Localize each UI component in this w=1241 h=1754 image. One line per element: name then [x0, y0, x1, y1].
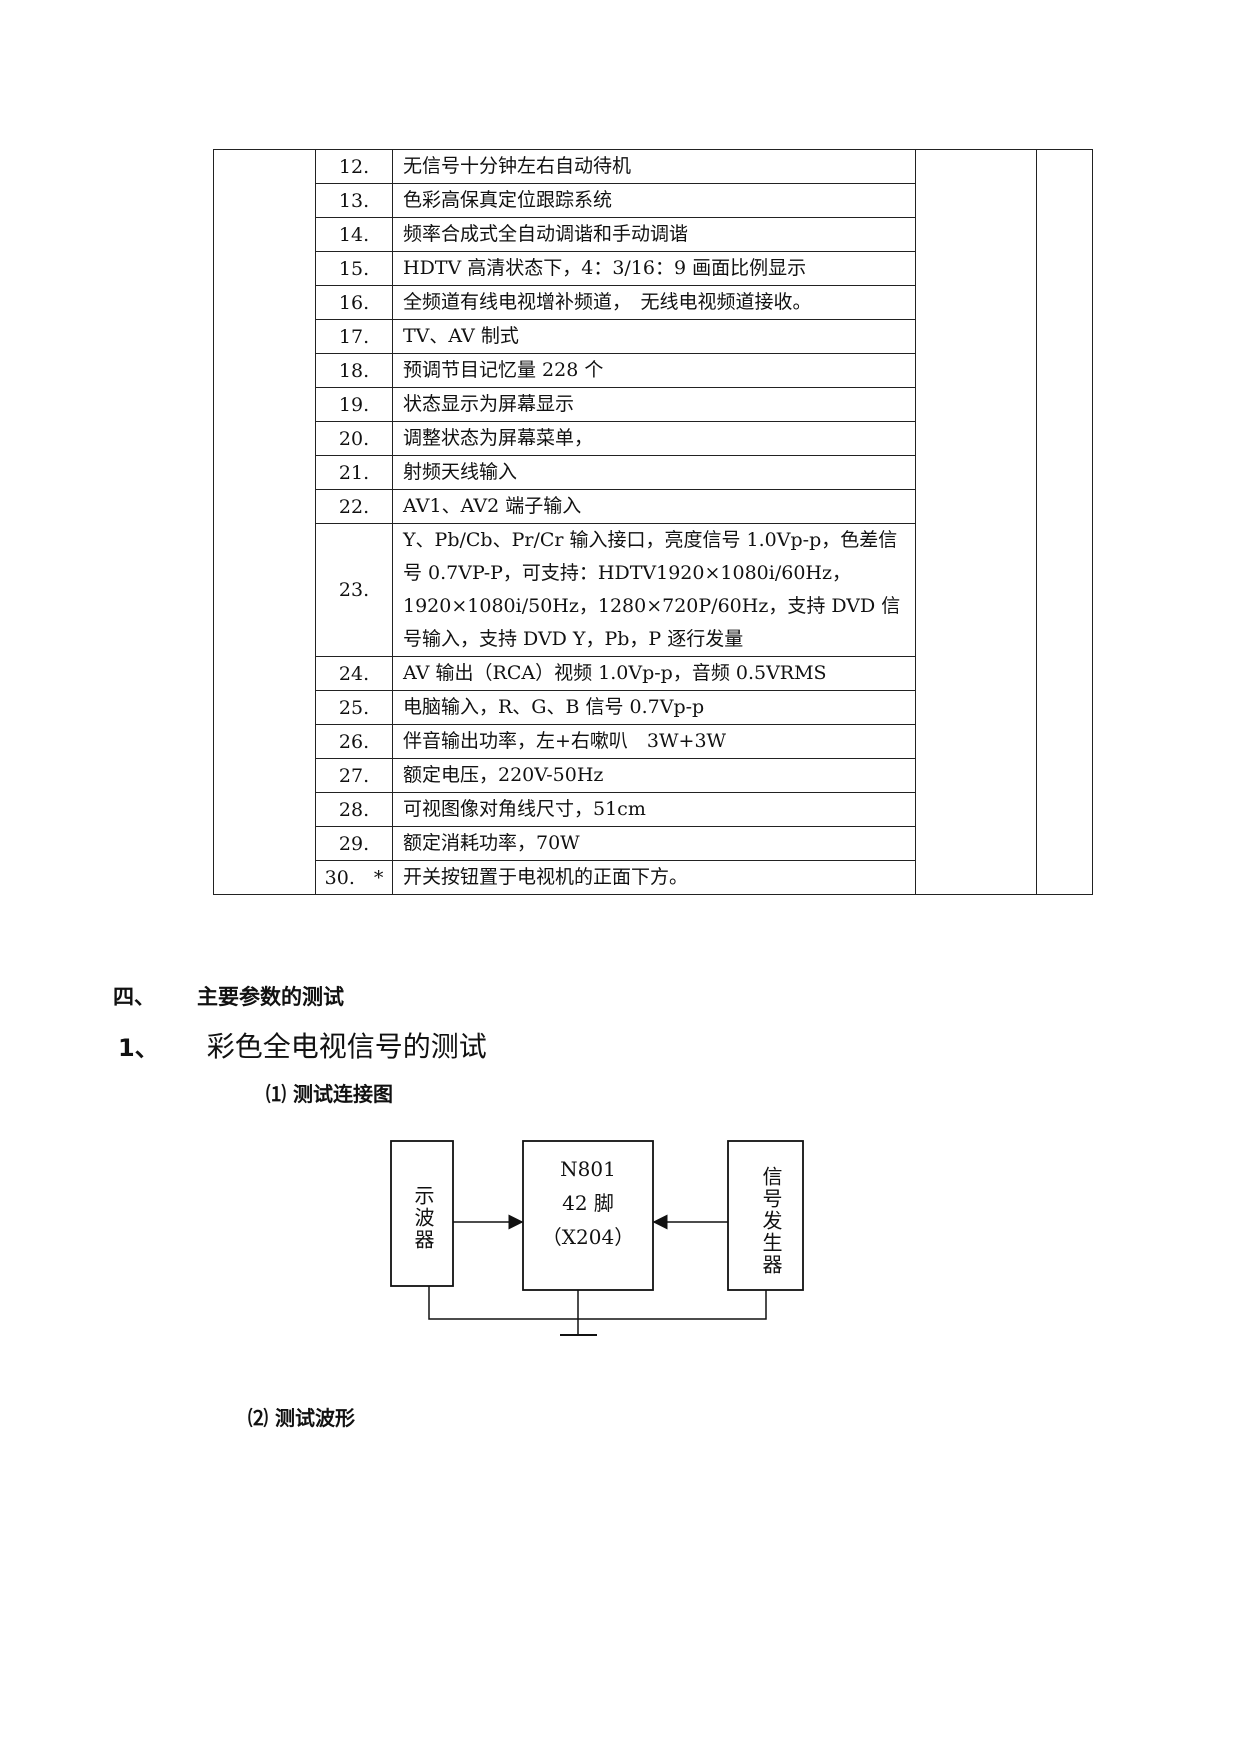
table-row: 19.状态显示为屏幕显示: [214, 387, 1093, 422]
item-description: 状态显示为屏幕显示: [392, 387, 916, 422]
item-description: 伴音输出功率，左+右嗽叭 3W+3W: [392, 724, 916, 759]
item-number: 28.: [315, 792, 393, 827]
item-number: 21.: [315, 455, 393, 490]
n801-label-line3: （X204）: [541, 1225, 635, 1249]
section-title: 主要参数的测试: [197, 985, 344, 1009]
item-number: 25.: [315, 690, 393, 725]
table-row: 22.AV1、AV2 端子输入: [214, 489, 1093, 524]
item-description: 电脑输入，R、G、B 信号 0.7Vp-p: [392, 690, 916, 725]
section-index: 四、: [113, 985, 155, 1009]
table-row: 15.HDTV 高清状态下，4：3/16：9 画面比例显示: [214, 251, 1093, 286]
table-row: 21.射频天线输入: [214, 455, 1093, 490]
item-description: Y、Pb/Cb、Pr/Cr 输入接口，亮度信号 1.0Vp-p，色差信号 0.7…: [392, 523, 916, 657]
table-row: 14.频率合成式全自动调谐和手动调谐: [214, 217, 1093, 252]
check-cell: [1036, 149, 1093, 895]
table-row: 17.TV、AV 制式: [214, 319, 1093, 354]
subsection-heading: 1、 彩色全电视信号的测试: [118, 1025, 487, 1065]
n801-label: N801 42 脚 （X204）: [523, 1152, 653, 1254]
item-description: AV1、AV2 端子输入: [392, 489, 916, 524]
table-row: 29.额定消耗功率，70W: [214, 826, 1093, 861]
table-row: 26.伴音输出功率，左+右嗽叭 3W+3W: [214, 724, 1093, 759]
item-number: 17.: [315, 319, 393, 354]
n801-label-line2: 42 脚: [562, 1191, 614, 1215]
table-row: 13.色彩高保真定位跟踪系统: [214, 183, 1093, 218]
item-number: 18.: [315, 353, 393, 388]
ground-wire: [428, 1286, 767, 1320]
item-number: 16.: [315, 285, 393, 320]
table-row: 23.Y、Pb/Cb、Pr/Cr 输入接口，亮度信号 1.0Vp-p，色差信号 …: [214, 523, 1093, 657]
item-description: 全频道有线电视增补频道， 无线电视频道接收。: [392, 285, 916, 320]
item-number: 24.: [315, 656, 393, 691]
item-test-waveform: ⑵ 测试波形: [248, 1406, 355, 1430]
subsection-index: 1、: [118, 1034, 159, 1062]
subsection-title: 彩色全电视信号的测试: [206, 1030, 487, 1063]
n801-label-line1: N801: [560, 1157, 616, 1181]
oscilloscope-label: 示波器: [411, 1185, 435, 1251]
item-connection-diagram: ⑴ 测试连接图: [266, 1082, 393, 1106]
table-row: 24.AV 输出（RCA）视频 1.0Vp-p，音频 0.5VRMS: [214, 656, 1093, 691]
signal-generator-label: 信号发生器: [759, 1165, 783, 1276]
item-description: AV 输出（RCA）视频 1.0Vp-p，音频 0.5VRMS: [392, 656, 916, 691]
item-number: 15.: [315, 251, 393, 286]
item-description: 色彩高保真定位跟踪系统: [392, 183, 916, 218]
table-row: 25.电脑输入，R、G、B 信号 0.7Vp-p: [214, 690, 1093, 725]
item-description: HDTV 高清状态下，4：3/16：9 画面比例显示: [392, 251, 916, 286]
item-description: 频率合成式全自动调谐和手动调谐: [392, 217, 916, 252]
oscilloscope-box: [390, 1140, 454, 1287]
item-description: 额定消耗功率，70W: [392, 826, 916, 861]
category-cell: [213, 149, 316, 895]
table-row: 30. *开关按钮置于电视机的正面下方。: [214, 860, 1093, 895]
item-number: 29.: [315, 826, 393, 861]
table-row: 16.全频道有线电视增补频道， 无线电视频道接收。: [214, 285, 1093, 320]
remark-cell: [915, 149, 1037, 895]
item-number: 13.: [315, 183, 393, 218]
item-number: 23.: [315, 523, 393, 657]
item-description: TV、AV 制式: [392, 319, 916, 354]
item-description: 开关按钮置于电视机的正面下方。: [392, 860, 916, 895]
item-number: 30. *: [315, 860, 393, 895]
section-heading: 四、 主要参数的测试: [113, 981, 344, 1011]
item-description: 射频天线输入: [392, 455, 916, 490]
